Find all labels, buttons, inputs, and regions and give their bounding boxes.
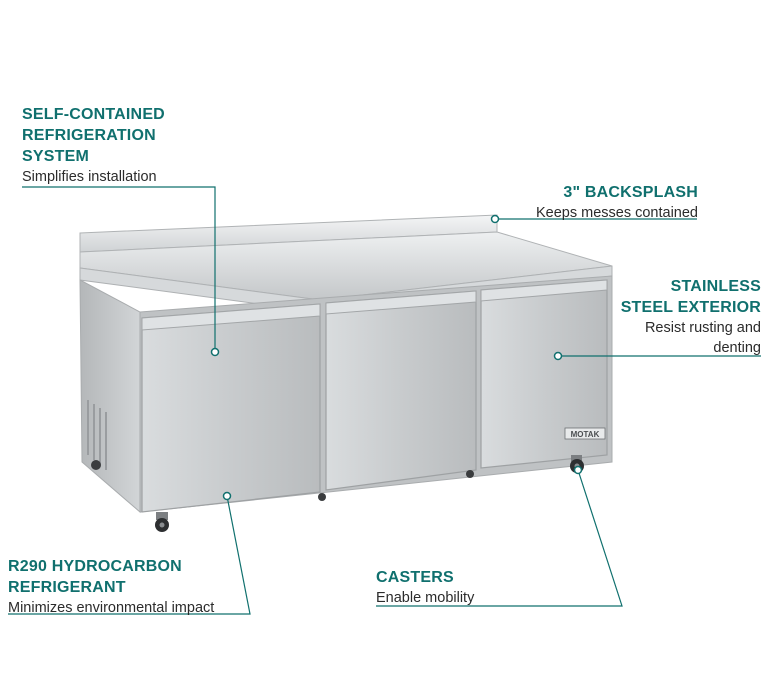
dot-refrigeration	[210, 347, 220, 357]
caster-rear-left	[91, 460, 101, 470]
callout-casters-desc: Enable mobility	[376, 590, 475, 606]
callout-exterior: STAINLESS STEEL EXTERIOR Resist rusting …	[621, 276, 761, 358]
callout-refrigeration-title-2: REFRIGERATION	[22, 127, 156, 144]
callout-refrigeration-title-1: SELF-CONTAINED	[22, 106, 165, 123]
dot-refrigerant	[222, 491, 232, 501]
callout-backsplash-title: 3" BACKSPLASH	[563, 184, 698, 201]
door-left-handle	[141, 303, 321, 331]
callout-casters-title: CASTERS	[376, 569, 454, 586]
callout-refrigerant: R290 HYDROCARBON REFRIGERANT Minimizes e…	[8, 556, 214, 618]
brand-badge: MOTAK	[571, 430, 600, 439]
dot-backsplash	[490, 214, 500, 224]
callout-exterior-desc-2: denting	[713, 340, 761, 356]
callout-refrigerant-desc: Minimizes environmental impact	[8, 600, 215, 616]
caster-front-left	[155, 512, 169, 532]
caster-middle	[318, 470, 474, 501]
side-panel	[79, 279, 141, 514]
callout-exterior-title-1: STAINLESS	[670, 278, 761, 295]
leader-refrigeration	[22, 186, 216, 352]
callout-refrigerant-title-1: R290 HYDROCARBON	[8, 558, 182, 575]
door-left	[141, 303, 321, 513]
callout-backsplash-desc: Keeps messes contained	[535, 205, 698, 221]
callout-refrigerant-title-2: REFRIGERANT	[8, 579, 126, 596]
callout-refrigeration-desc: Simplifies installation	[22, 169, 157, 185]
leader-refrigerant	[8, 495, 251, 615]
dot-casters	[573, 465, 583, 475]
callout-exterior-desc-1: Resist rusting and	[644, 320, 761, 336]
callout-exterior-title-2: STEEL EXTERIOR	[620, 299, 761, 316]
dot-exterior	[553, 351, 563, 361]
callout-casters: CASTERS Enable mobility	[376, 567, 474, 608]
door-right-handle	[480, 279, 608, 302]
door-right	[480, 279, 608, 469]
callout-refrigeration: SELF-CONTAINED REFRIGERATION SYSTEM Simp…	[22, 104, 165, 187]
vent-grille	[87, 400, 107, 470]
door-middle	[325, 290, 477, 491]
leader-casters	[376, 469, 623, 607]
door-middle-handle	[325, 290, 477, 315]
brand-badge-plate	[564, 427, 606, 440]
callout-refrigeration-title-3: SYSTEM	[22, 148, 89, 165]
callout-backsplash: 3" BACKSPLASH Keeps messes contained	[536, 182, 698, 223]
